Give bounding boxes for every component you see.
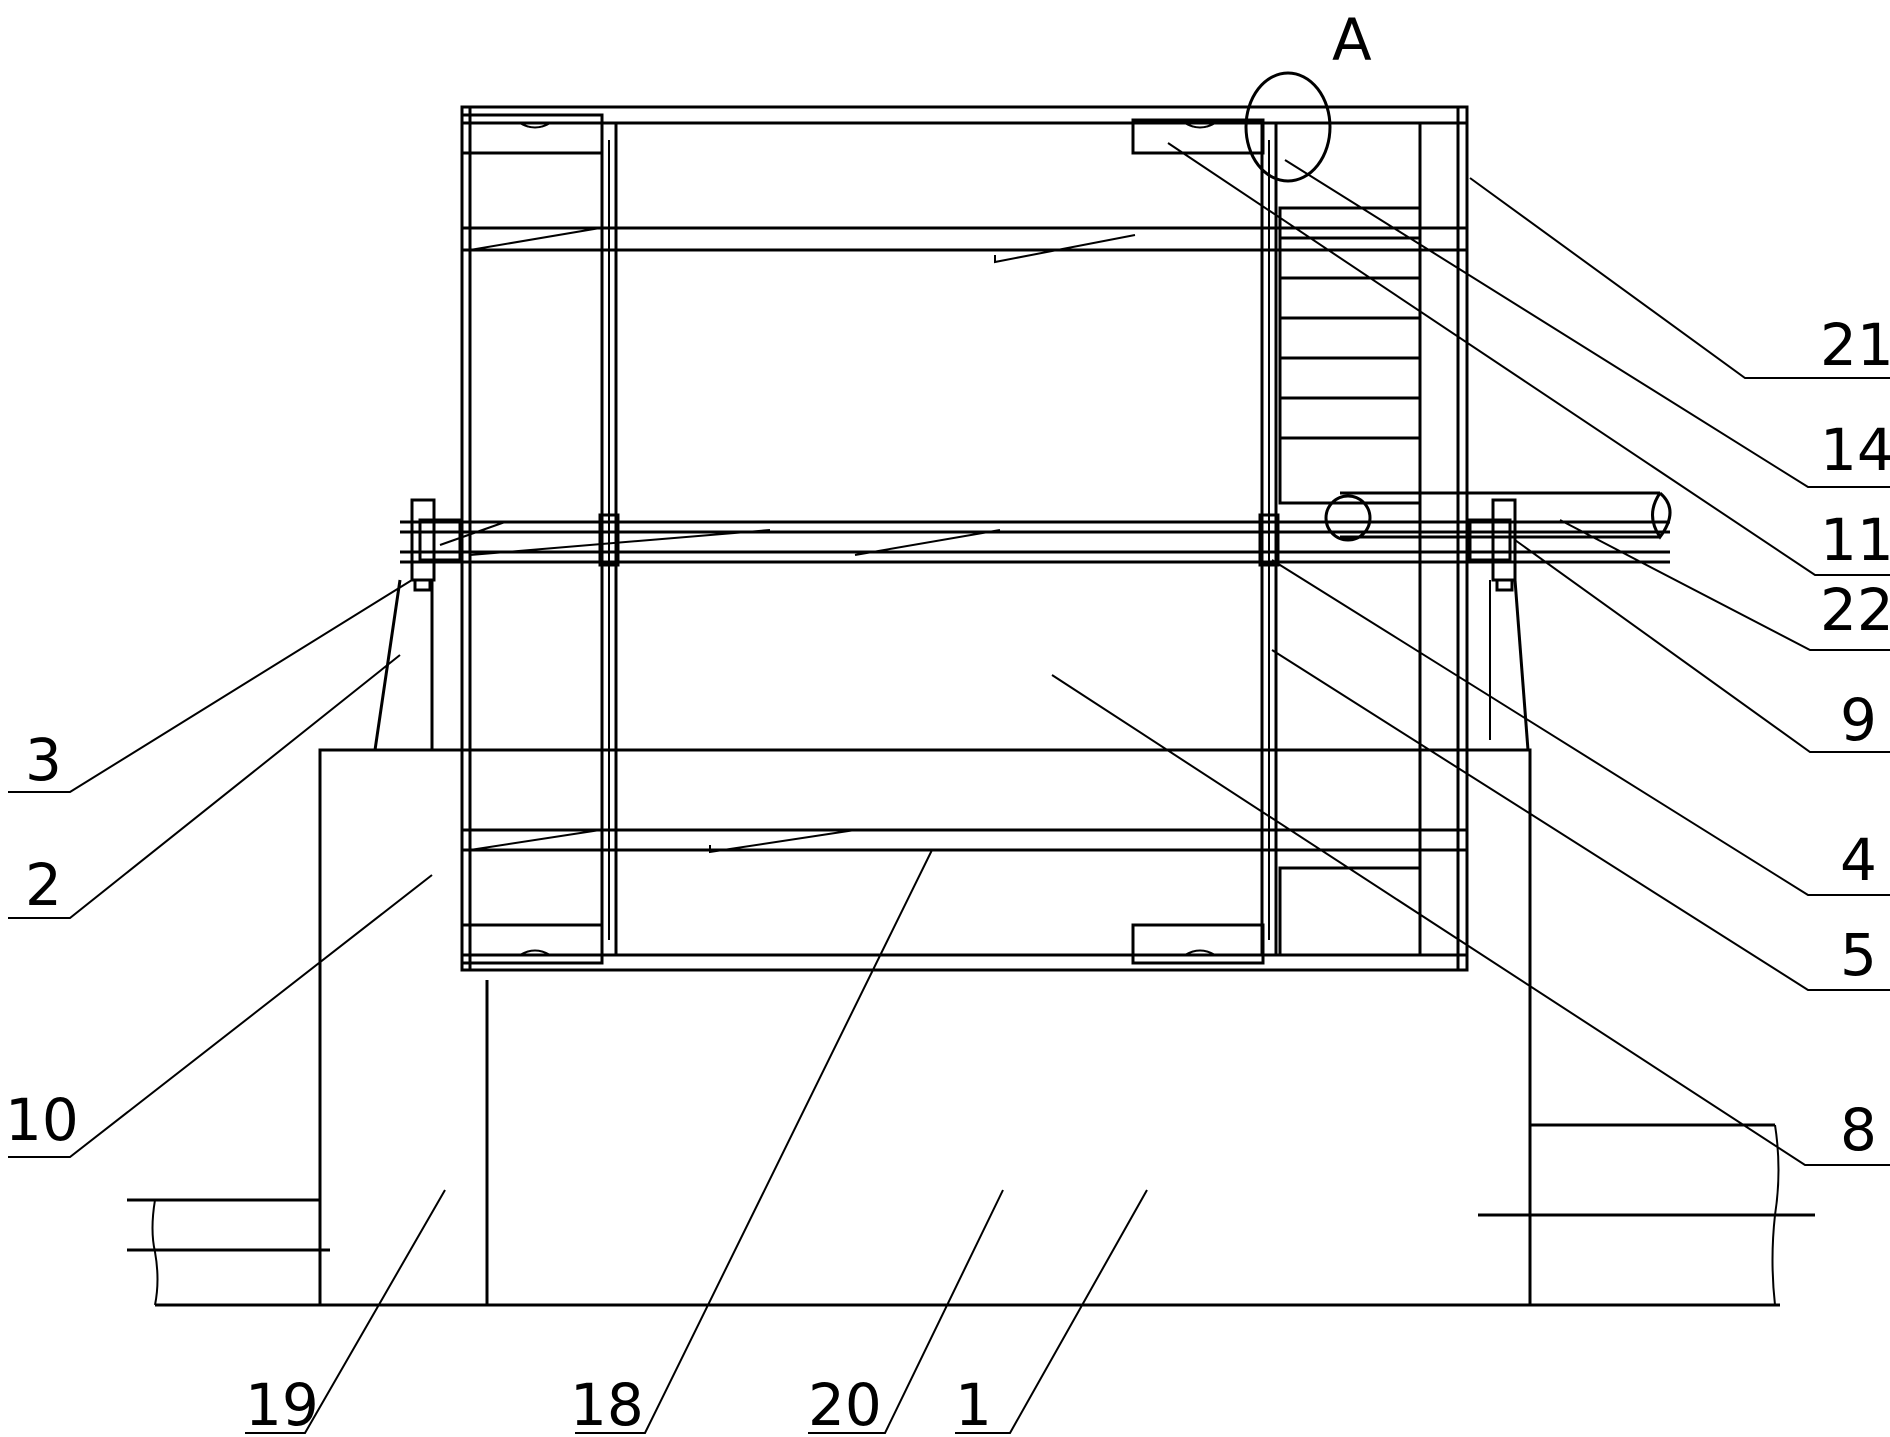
label-10: 10 [5, 1086, 79, 1154]
label-1: 1 [955, 1371, 992, 1437]
label-8: 8 [1840, 1096, 1877, 1164]
label-14: 14 [1820, 416, 1890, 484]
label-18: 18 [570, 1371, 644, 1437]
label-11: 11 [1820, 506, 1890, 574]
detail-marker-a: A [1244, 6, 1372, 183]
right-bearing [1468, 498, 1517, 592]
part-labels: 21 14 11 22 9 4 5 8 3 2 10 19 18 20 1 [5, 311, 1890, 1437]
detail-label-a: A [1332, 6, 1372, 74]
label-4: 4 [1840, 826, 1877, 894]
right-spoke-frame [1131, 118, 1422, 965]
label-9: 9 [1840, 686, 1877, 754]
central-shaft [400, 491, 1672, 564]
label-2: 2 [25, 851, 62, 919]
label-19: 19 [245, 1371, 319, 1437]
label-20: 20 [808, 1371, 882, 1437]
left-spoke-frame [460, 113, 620, 965]
label-22: 22 [1820, 576, 1890, 644]
drum-shell [460, 105, 1469, 972]
label-3: 3 [25, 726, 62, 794]
base-frame [127, 579, 1815, 1307]
left-bearing [410, 498, 462, 592]
label-5: 5 [1840, 921, 1877, 989]
label-21: 21 [1820, 311, 1890, 379]
leader-lines [8, 142, 1890, 1434]
